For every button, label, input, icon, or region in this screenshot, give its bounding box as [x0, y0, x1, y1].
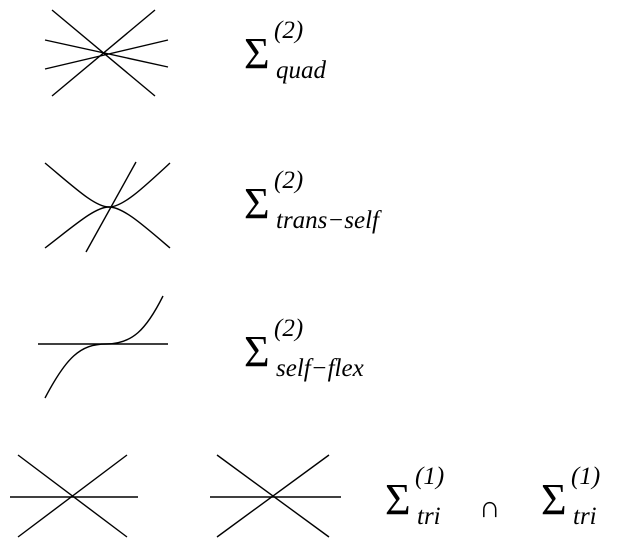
self-flex-sketch	[38, 295, 168, 399]
superscript: (1)	[415, 463, 445, 490]
sigma-symbol: Σ	[244, 29, 270, 78]
sigma-symbol: Σ	[244, 179, 270, 228]
subscript: trans−self	[276, 207, 379, 234]
subscript: quad	[276, 57, 326, 84]
triple-point-sketch-left	[10, 454, 138, 538]
subscript: tri	[417, 503, 441, 530]
superscript: (2)	[274, 17, 304, 44]
sigma-symbol: Σ	[541, 475, 567, 524]
superscript: (2)	[274, 315, 304, 342]
superscript: (2)	[274, 167, 304, 194]
label-sigma-tri-left: Σ (1) tri	[385, 464, 444, 529]
label-sigma-self-flex: Σ (2) self−flex	[244, 316, 364, 381]
quadruple-point-sketch	[44, 9, 169, 97]
label-sigma-quad: Σ (2) quad	[244, 18, 326, 83]
subscript: tri	[573, 503, 597, 530]
sigma-symbol: Σ	[385, 475, 411, 524]
sigma-symbol: Σ	[244, 327, 270, 376]
label-sigma-tri-right: Σ (1) tri	[541, 464, 600, 529]
superscript: (1)	[571, 463, 601, 490]
trans-self-tangency-sketch	[44, 161, 171, 253]
triple-point-sketch-right	[210, 454, 341, 538]
label-sigma-trans-self: Σ (2) trans−self	[244, 168, 379, 233]
subscript: self−flex	[276, 355, 364, 382]
intersection-operator: ∩	[479, 491, 501, 524]
